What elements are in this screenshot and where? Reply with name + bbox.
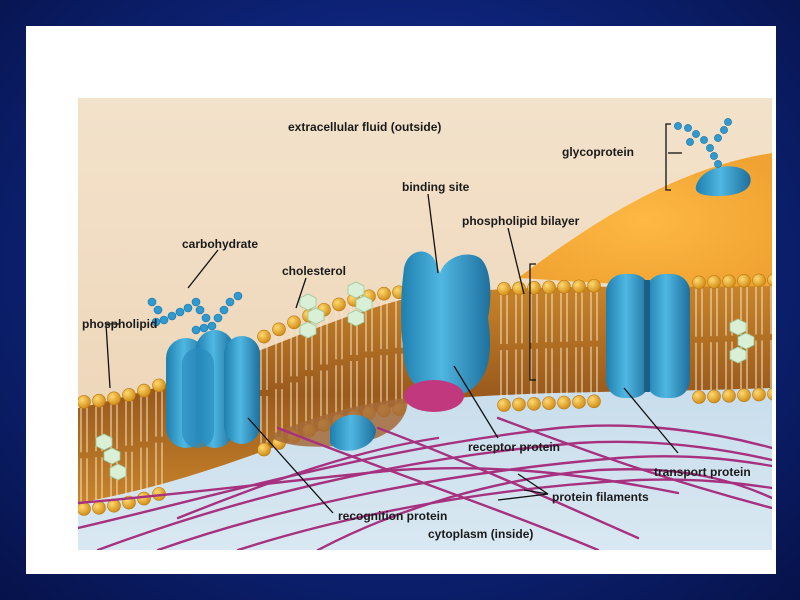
carbohydrate-chain: [147, 291, 243, 335]
lipid-head: [737, 274, 751, 288]
label-transport-protein: transport protein: [654, 465, 751, 479]
lipid-head: [752, 273, 766, 288]
lipid-head: [542, 396, 556, 410]
protein-filaments: [78, 416, 772, 550]
label-carbohydrate: carbohydrate: [182, 237, 258, 251]
label-phospholipid: phospholipid: [82, 317, 157, 331]
label-protein-filaments: protein filaments: [552, 490, 649, 504]
lipid-head: [272, 322, 286, 337]
lipid-head: [587, 394, 601, 409]
lipid-head: [512, 397, 526, 412]
label-receptor-protein: receptor protein: [468, 440, 560, 454]
transport-protein-shape: [606, 274, 690, 398]
lipid-head: [587, 279, 601, 293]
lipid-head: [257, 329, 271, 344]
label-cholesterol: cholesterol: [282, 264, 346, 278]
glycoprotein-shape: [674, 118, 751, 196]
lipid-head: [572, 279, 586, 294]
lipid-head: [737, 388, 751, 402]
lipid-head: [377, 286, 391, 301]
lipid-head: [557, 280, 571, 294]
label-glycoprotein: glycoprotein: [562, 145, 634, 159]
lipid-head: [692, 275, 706, 290]
slide: extracellular fluid (outside) glycoprote…: [26, 26, 776, 574]
lipid-head: [752, 387, 766, 402]
lipid-head: [92, 393, 106, 408]
cholesterol-molecule: [95, 281, 755, 481]
lipid-head: [767, 387, 772, 401]
lipid-head: [332, 297, 346, 312]
cytoplasm-region: [78, 368, 772, 550]
lipid-head: [707, 389, 721, 404]
lipid-head: [287, 315, 301, 330]
lipid-head: [767, 273, 772, 287]
label-extracellular-fluid: extracellular fluid (outside): [288, 120, 441, 134]
leader-lines: [105, 123, 682, 514]
lipid-head: [527, 397, 541, 411]
label-recognition-protein: recognition protein: [338, 509, 447, 523]
lipid-head: [707, 275, 721, 289]
receptor-inner-domain: [404, 380, 464, 412]
peripheral-protein: [330, 414, 376, 451]
lipid-heads-outer: [78, 273, 772, 409]
lipid-head: [107, 391, 121, 406]
label-binding-site: binding site: [402, 180, 470, 194]
lipid-head: [92, 501, 106, 515]
receptor-protein-shape: [401, 251, 491, 397]
lipid-head: [692, 390, 706, 404]
lipid-head: [257, 442, 271, 457]
lipid-head: [572, 395, 586, 409]
lipid-head: [497, 282, 511, 296]
lipid-head: [542, 280, 556, 295]
lipid-head: [722, 274, 736, 289]
lipid-head: [78, 502, 91, 516]
lipid-head: [722, 388, 736, 403]
lipid-head: [137, 491, 151, 506]
lipid-head: [78, 395, 91, 409]
lipid-head: [527, 281, 541, 295]
lipid-head: [152, 378, 166, 393]
lipid-head: [137, 383, 151, 398]
lipid-head: [497, 398, 511, 412]
recognition-protein-shape: [166, 330, 260, 448]
label-phospholipid-bilayer: phospholipid bilayer: [462, 214, 580, 228]
lipid-head: [122, 388, 136, 402]
lipid-head: [557, 395, 571, 410]
cell-membrane-diagram: extracellular fluid (outside) glycoprote…: [78, 98, 772, 550]
label-cytoplasm: cytoplasm (inside): [428, 527, 533, 541]
